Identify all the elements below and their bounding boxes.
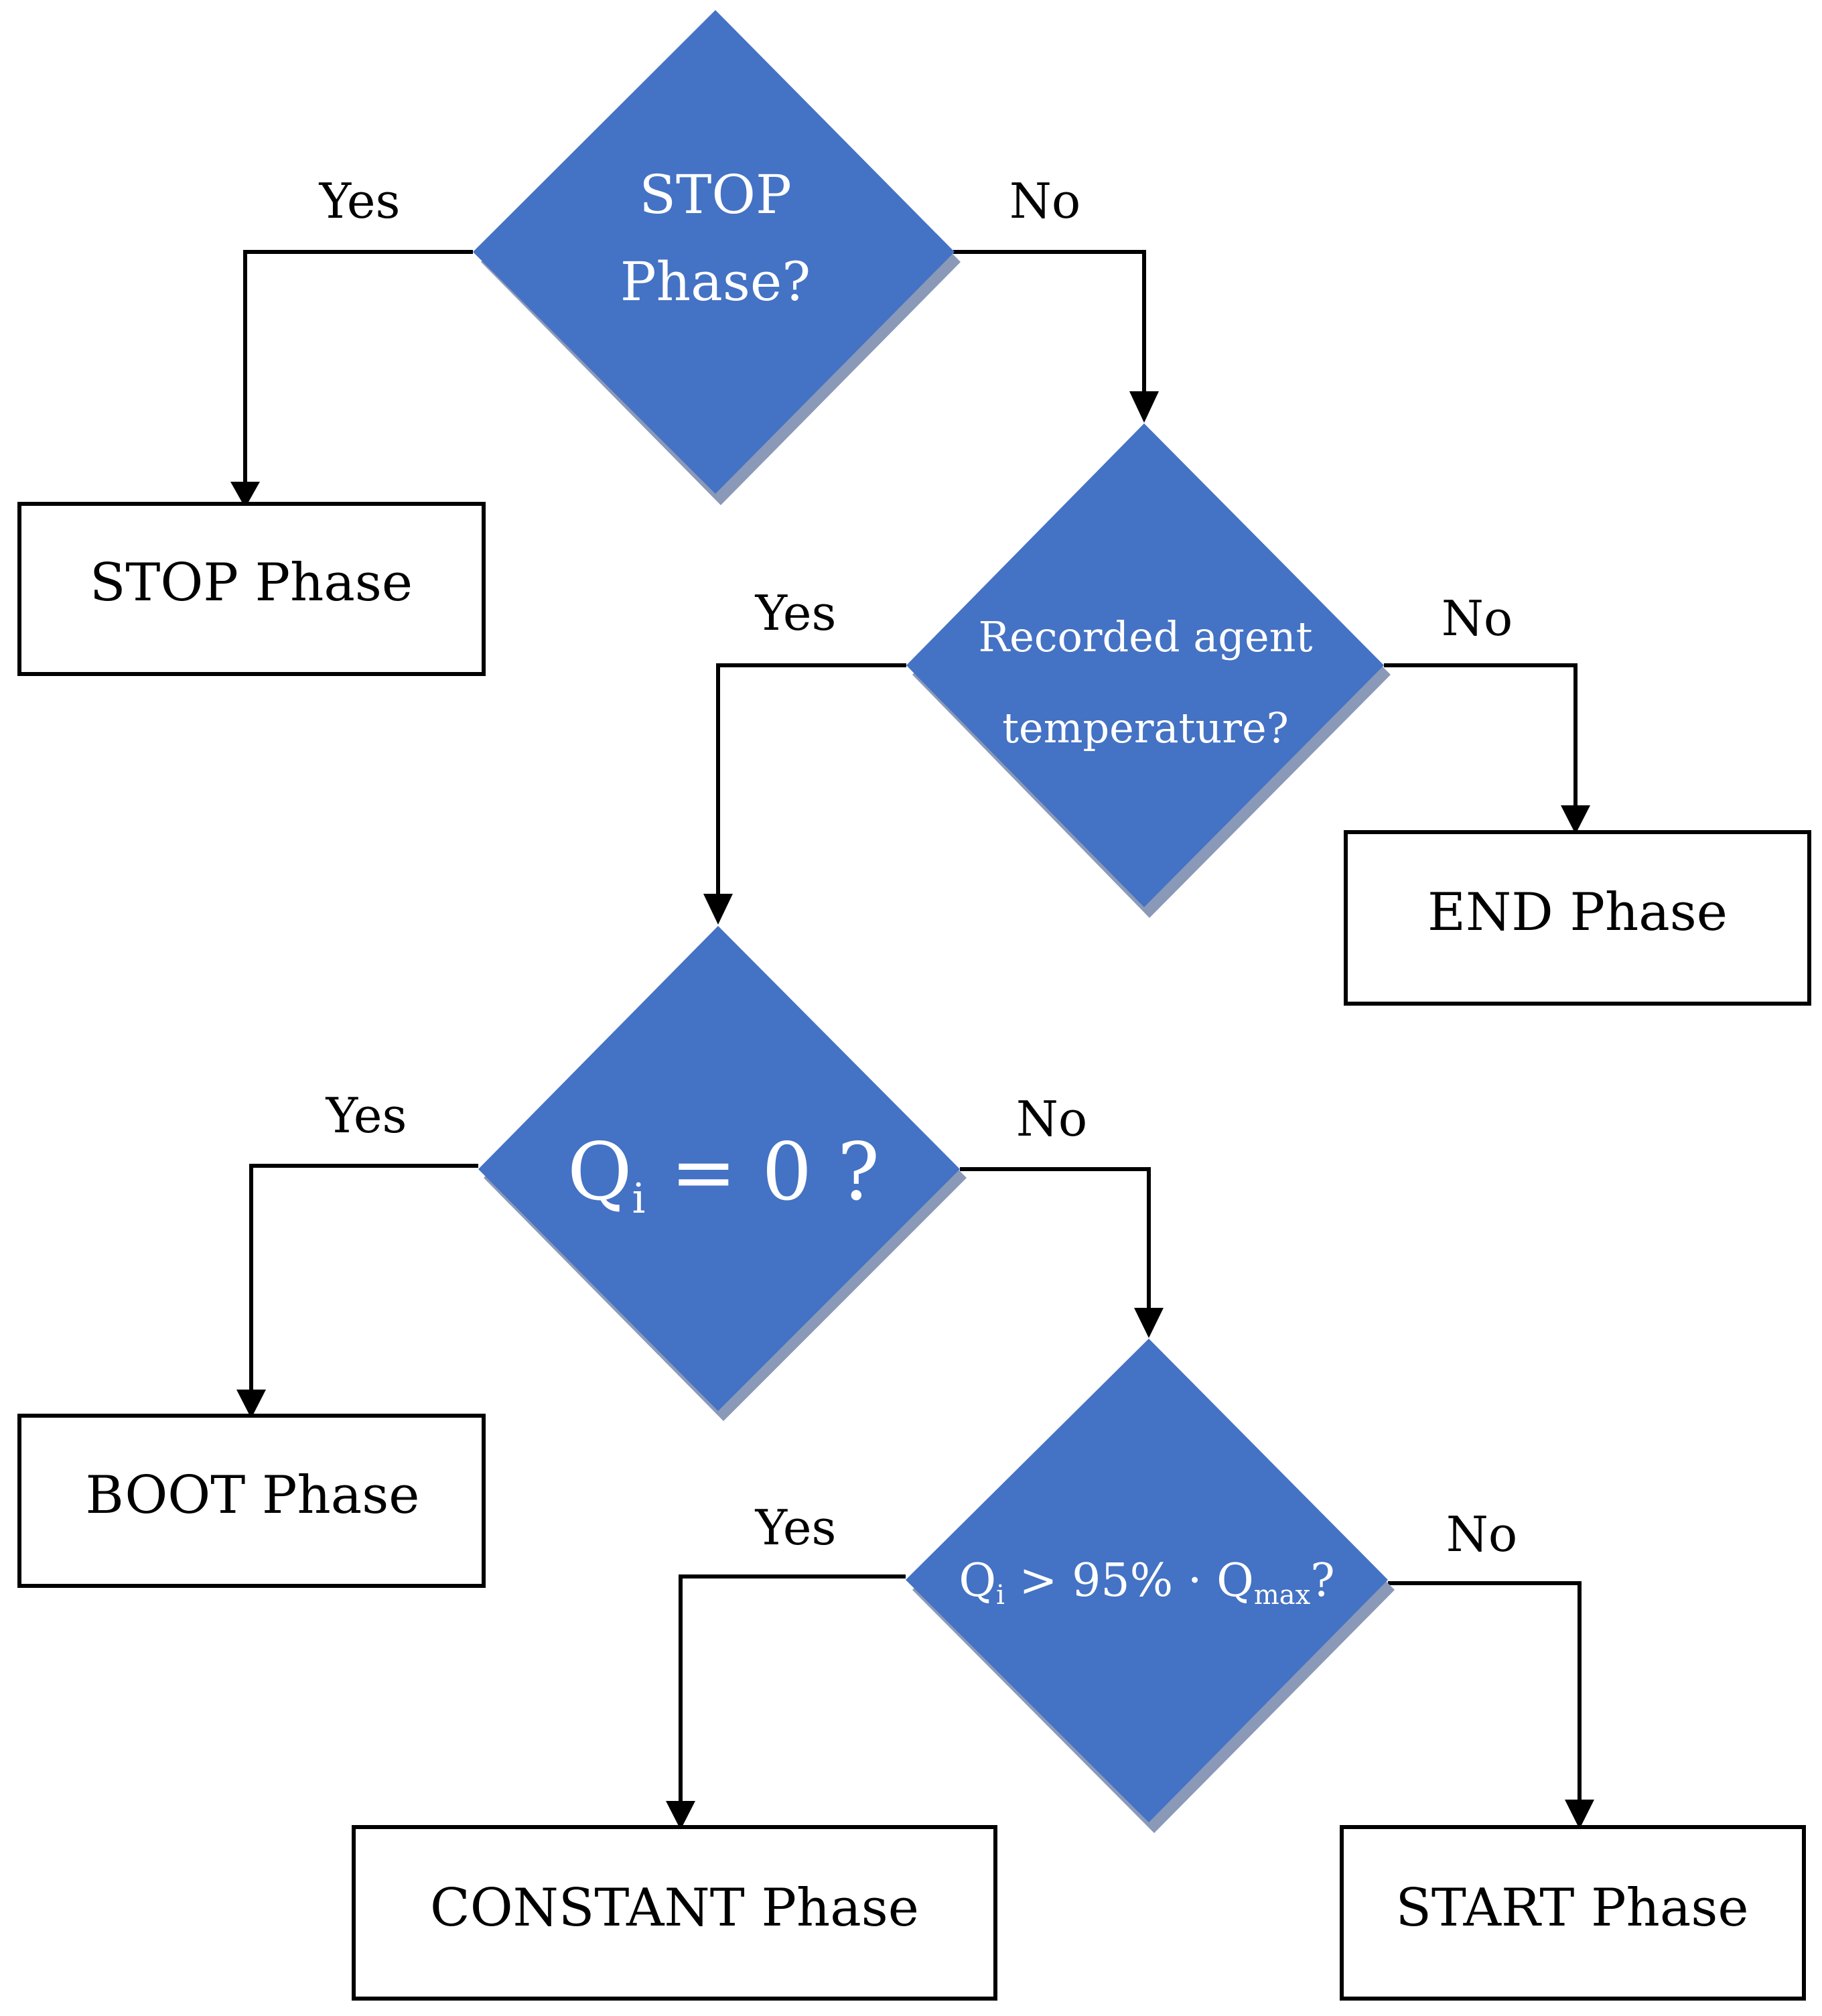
edge-stop-no bbox=[953, 250, 1146, 395]
edge-temp-yes bbox=[716, 663, 906, 898]
arrowhead bbox=[230, 482, 260, 508]
decision-label: Qi > 95% · Qmax? bbox=[959, 1554, 1334, 1611]
arrowhead bbox=[236, 1390, 266, 1418]
outcome-box bbox=[1344, 830, 1811, 1006]
arrowhead bbox=[1561, 805, 1590, 834]
outcome-box bbox=[1340, 1825, 1806, 2001]
outcome-label: CONSTANT Phase bbox=[430, 1878, 919, 1938]
decision-recorded-temperature: Recorded agent temperature? bbox=[906, 423, 1391, 918]
outcome-start-phase: START Phase bbox=[1340, 1825, 1806, 2001]
edge-label-no: No bbox=[1009, 173, 1080, 229]
decision-label-line1: STOP bbox=[639, 163, 792, 226]
arrowhead bbox=[666, 1801, 695, 1830]
edge-label-yes: Yes bbox=[755, 585, 837, 641]
edge-label-yes: Yes bbox=[326, 1087, 407, 1144]
outcome-label: END Phase bbox=[1427, 882, 1728, 943]
outcome-label: STOP Phase bbox=[90, 553, 413, 613]
outcome-label: START Phase bbox=[1395, 1878, 1748, 1938]
decision-label: Qi = 0 ? bbox=[567, 1126, 880, 1223]
outcome-box bbox=[17, 1414, 486, 1588]
outcome-box bbox=[352, 1825, 997, 2001]
edge-label-no: No bbox=[1446, 1506, 1517, 1562]
diamond bbox=[478, 926, 960, 1411]
decision-stop-phase: STOP Phase? bbox=[473, 10, 961, 505]
decision-label-line2: Phase? bbox=[620, 251, 811, 313]
edge-label-yes: Yes bbox=[755, 1499, 837, 1556]
edge-qmax-yes bbox=[679, 1574, 906, 1805]
arrowhead bbox=[1134, 1308, 1164, 1338]
arrowhead bbox=[1565, 1800, 1594, 1829]
edge-qmax-no bbox=[1388, 1581, 1582, 1804]
decision-label-line2: temperature? bbox=[1002, 703, 1289, 752]
edge-stop-yes bbox=[243, 250, 473, 486]
outcome-stop-phase: STOP Phase bbox=[17, 502, 486, 676]
edge-temp-no bbox=[1384, 663, 1578, 809]
outcome-label: BOOT Phase bbox=[86, 1465, 420, 1526]
diamond bbox=[473, 10, 955, 494]
outcome-boot-phase: BOOT Phase bbox=[17, 1414, 486, 1588]
edge-label-no: No bbox=[1016, 1091, 1087, 1147]
outcome-end-phase: END Phase bbox=[1344, 830, 1811, 1006]
edge-qzero-no bbox=[960, 1167, 1151, 1312]
edge-label-yes: Yes bbox=[319, 173, 401, 229]
decision-qi-threshold: Qi > 95% · Qmax? bbox=[906, 1339, 1395, 1833]
decision-label-line1: Recorded agent bbox=[978, 612, 1312, 661]
arrowhead bbox=[703, 894, 733, 925]
edge-label-no: No bbox=[1442, 590, 1513, 647]
outcome-constant-phase: CONSTANT Phase bbox=[352, 1825, 997, 2001]
edge-qzero-yes bbox=[249, 1164, 478, 1394]
arrowhead bbox=[1129, 391, 1159, 423]
diamond bbox=[906, 423, 1384, 907]
decision-qi-zero: Qi = 0 ? bbox=[478, 926, 967, 1421]
diamond bbox=[906, 1339, 1388, 1822]
outcome-box bbox=[17, 502, 486, 676]
